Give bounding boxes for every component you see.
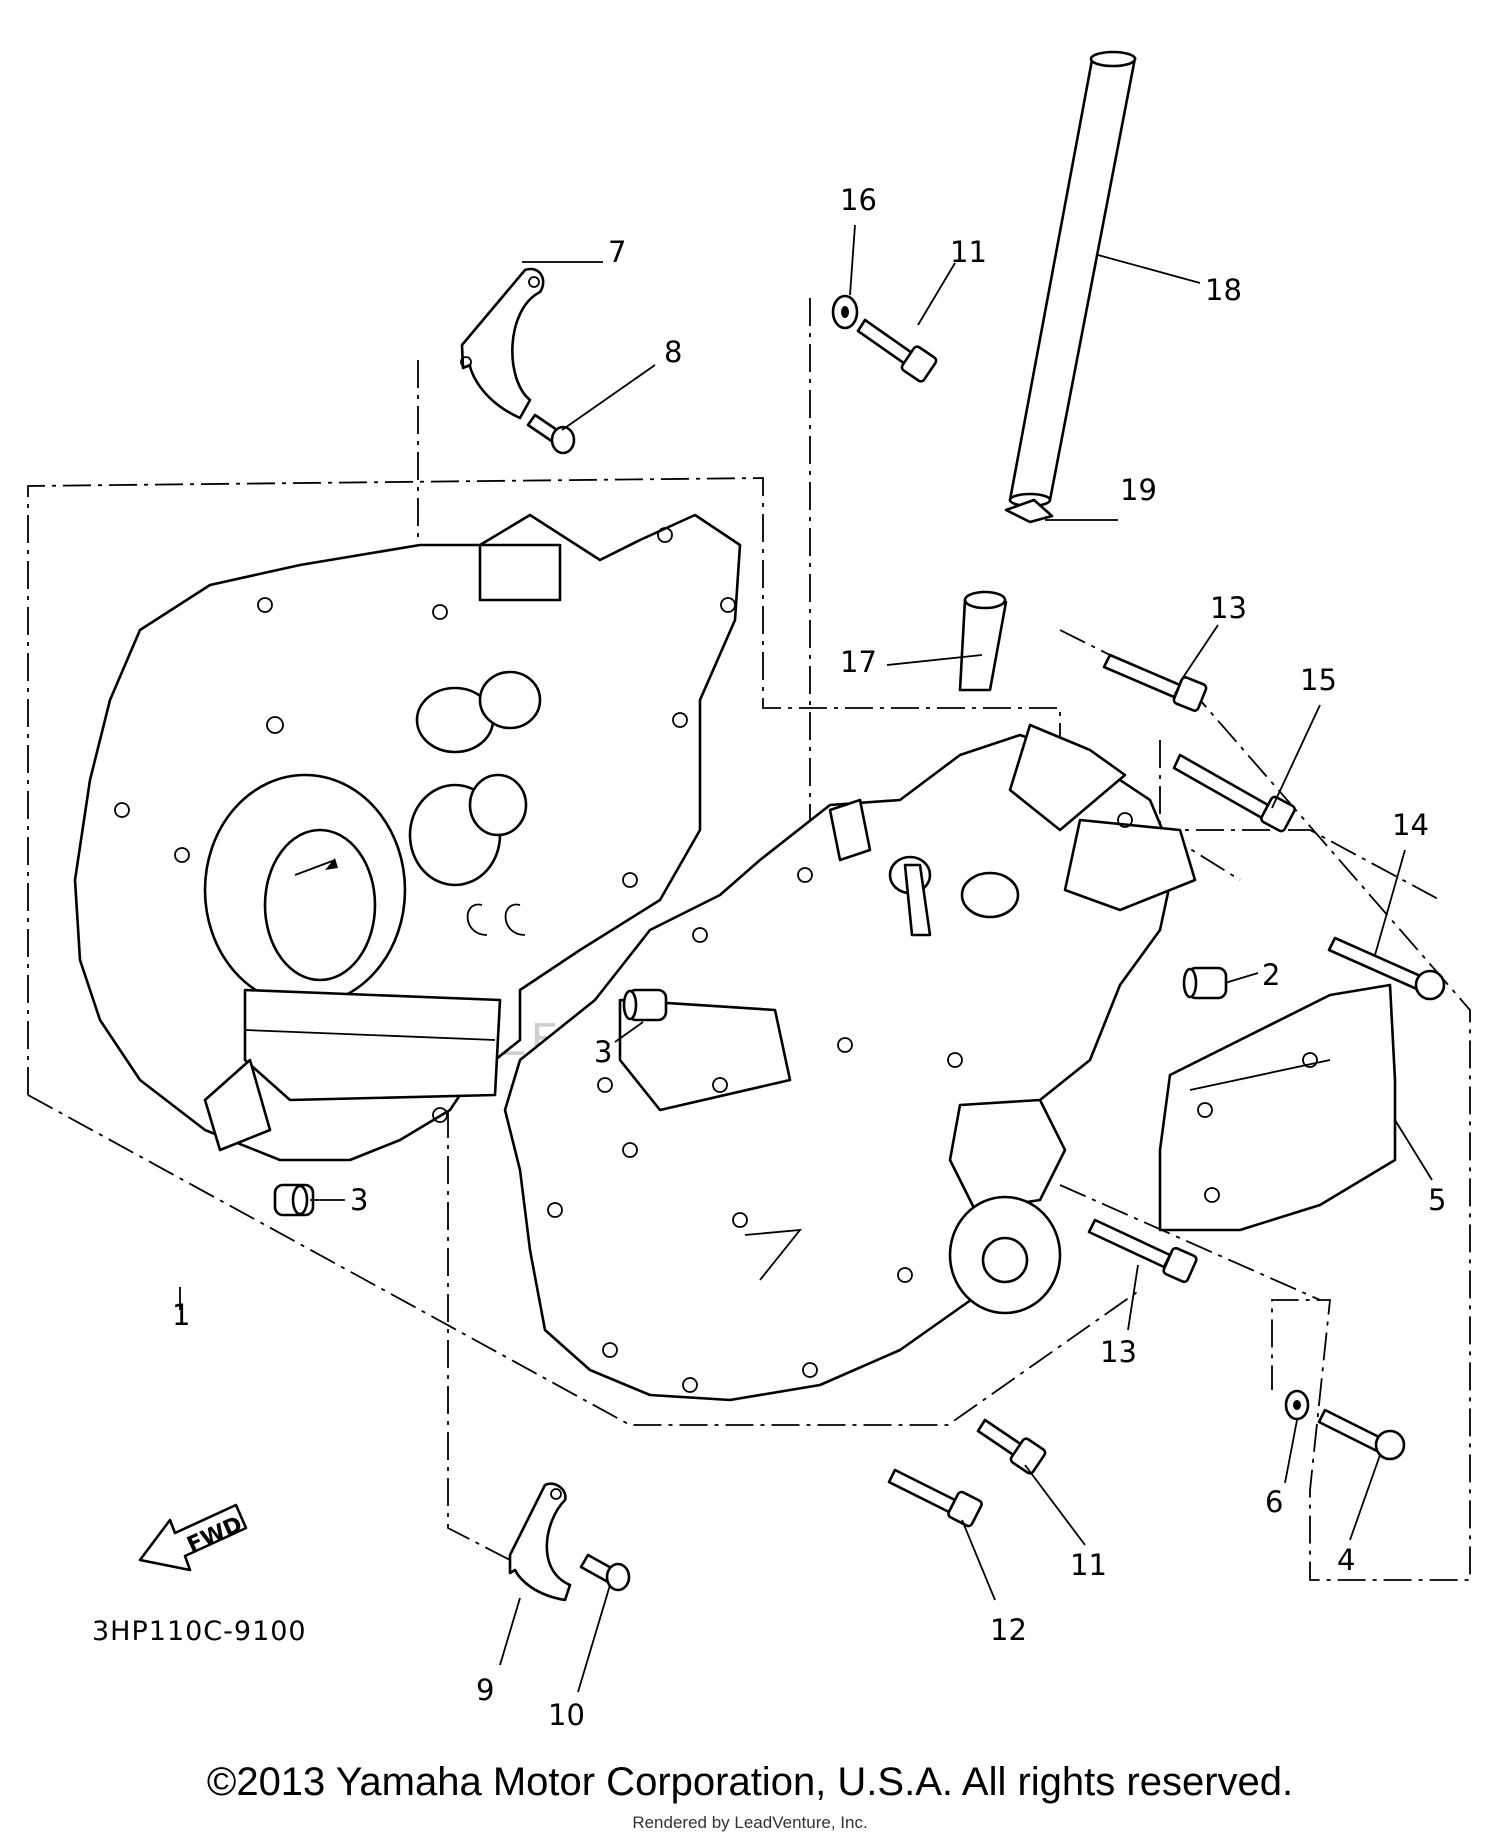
washer-6 [1284, 1389, 1310, 1421]
bolt-11-upper [856, 318, 938, 383]
bolt-13-upper [1102, 653, 1208, 712]
bolt-15 [1172, 753, 1296, 833]
callout-15: 15 [1300, 663, 1337, 697]
callout-1: 1 [172, 1298, 190, 1332]
callout-19: 19 [1120, 473, 1157, 507]
right-crankcase-half [503, 723, 1197, 1402]
callout-13-upper: 13 [1210, 591, 1247, 625]
callout-8: 8 [664, 335, 682, 369]
callout-5: 5 [1428, 1183, 1446, 1217]
callout-9: 9 [476, 1673, 494, 1707]
left-crankcase-half [73, 513, 742, 1162]
callout-12: 12 [990, 1613, 1027, 1647]
copyright-notice: ©2013 Yamaha Motor Corporation, U.S.A. A… [206, 1760, 1294, 1804]
callout-16: 16 [840, 183, 877, 217]
callout-4: 4 [1337, 1543, 1355, 1577]
callout-14: 14 [1392, 808, 1429, 842]
callout-17: 17 [840, 645, 877, 679]
dowel-pin-3-right [622, 988, 668, 1022]
bolt-4 [1317, 1408, 1406, 1461]
dowel-pin-3-left [273, 1183, 315, 1217]
bracket-7 [460, 267, 545, 420]
callout-labels: 1 2 3 3 4 5 6 7 8 9 10 11 11 12 13 13 14… [172, 183, 1446, 1732]
diagram-code: 3HP110C-9100 [92, 1616, 307, 1647]
callout-3-left: 3 [350, 1183, 368, 1217]
callout-13-lower: 13 [1100, 1335, 1137, 1369]
side-cover [1158, 983, 1397, 1232]
callout-11-lower: 11 [1070, 1548, 1107, 1582]
phantom-lines [27, 298, 1471, 1581]
callout-2: 2 [1262, 958, 1280, 992]
callout-7: 7 [608, 235, 626, 269]
bolt-12 [887, 1468, 983, 1528]
rendered-by-credit: Rendered by LeadVenture, Inc. [632, 1813, 868, 1832]
fwd-arrow-icon: FWD [138, 1503, 248, 1572]
dowel-pin-2 [1182, 966, 1228, 1000]
callout-18: 18 [1205, 273, 1242, 307]
leader-lines [179, 224, 1433, 1693]
pipe-18 [1008, 50, 1137, 508]
bolt-13-lower [1087, 1218, 1198, 1284]
clip-19 [1004, 498, 1054, 524]
bolt-11-lower [976, 1418, 1047, 1475]
bracket-9 [508, 1482, 572, 1602]
callout-3-right: 3 [594, 1035, 612, 1069]
screw-10 [579, 1553, 631, 1592]
callout-11-upper: 11 [950, 235, 987, 269]
pipe-17 [958, 590, 1008, 692]
washer-16 [831, 294, 859, 330]
callout-6: 6 [1265, 1485, 1283, 1519]
callout-10: 10 [548, 1698, 585, 1732]
bolt-14 [1327, 936, 1446, 1001]
screw-8 [526, 413, 576, 455]
